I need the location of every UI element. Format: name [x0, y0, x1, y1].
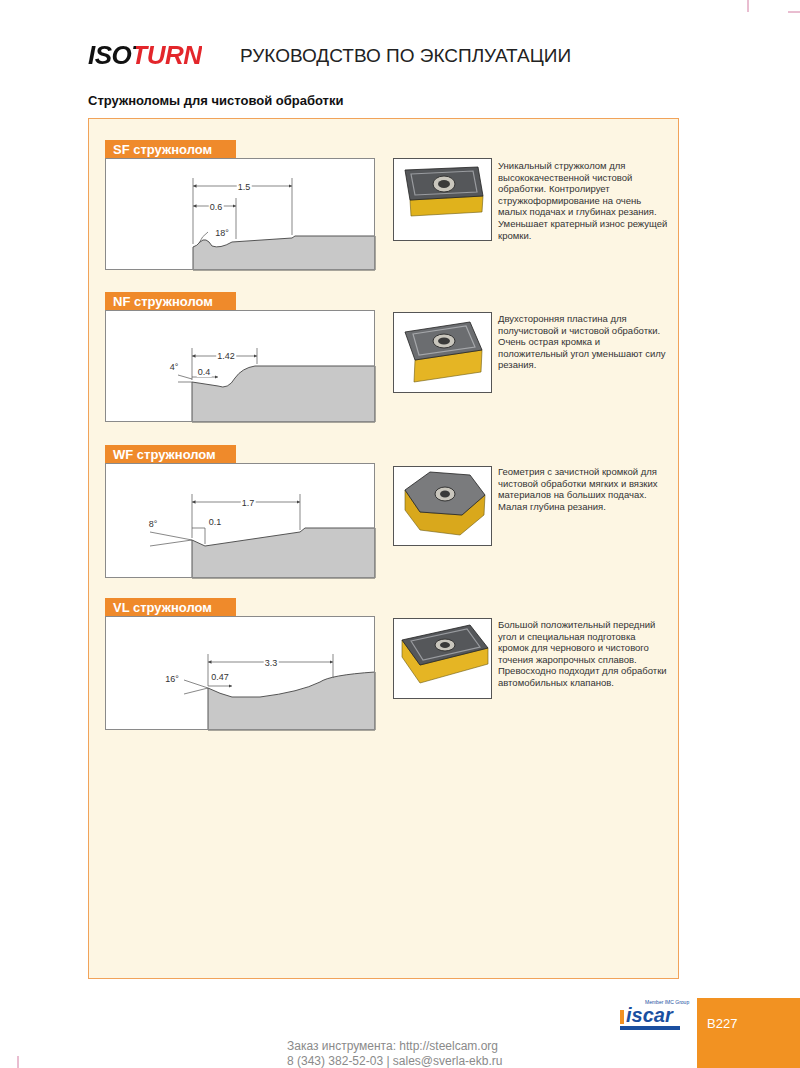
section-title: Стружноломы для чистовой обработки [88, 93, 343, 108]
chipbreaker-tab: NF стружнолом [105, 292, 236, 310]
crop-marks [18, 0, 800, 1068]
insert-photo [402, 625, 488, 683]
tab-label: WF стружнолом [105, 446, 216, 463]
dimension-label: 4° [169, 362, 180, 372]
page-header: РУКОВОДСТВО ПО ЭКСПЛУАТАЦИИ [240, 45, 571, 67]
dimension-label: 0.47 [210, 672, 230, 682]
chipbreaker-tab: SF стружнолом [105, 140, 236, 158]
profile-frame: 1.5 0.6 18° [105, 158, 375, 270]
photo-frames [394, 159, 492, 699]
vl-profile [184, 654, 375, 730]
profile-frame: 3.3 16° 0.47 [105, 616, 375, 730]
dimension-label: 0.4 [197, 367, 212, 377]
dimension-label: 0.1 [208, 517, 223, 527]
dimension-label: 0.6 [209, 202, 224, 212]
brand-logo: iscar [626, 1004, 673, 1026]
dimension-label: 3.3 [264, 658, 279, 668]
brand-logo: ISOTURN [88, 40, 202, 70]
tab-label: NF стружнолом [105, 293, 213, 310]
content-panel [89, 119, 679, 979]
dimension-label: 1.5 [237, 182, 252, 192]
insert-photo [405, 322, 482, 382]
sf-profile [193, 178, 375, 270]
chipbreaker-tab: VL стружнолом [105, 598, 236, 616]
dimension-label: 1.7 [241, 498, 256, 508]
description: Геометрия с зачистной кромкой для чистов… [498, 466, 668, 512]
description: Большой положительный передний угол и сп… [498, 619, 668, 689]
profile-frame: 1.42 4° 0.4 [105, 310, 375, 422]
dimension-label: 16° [164, 674, 180, 684]
dimension-label: 1.42 [216, 351, 236, 361]
dimension-label: 8° [148, 519, 159, 529]
wf-profile [150, 494, 375, 578]
tab-label: VL стружнолом [105, 599, 212, 616]
insert-photo [405, 167, 483, 216]
nf-profile [178, 348, 375, 422]
tab-label: SF стружнолом [105, 141, 212, 158]
frame-grounds [105, 158, 375, 730]
description: Уникальный стружколом для высококачестве… [498, 160, 668, 241]
logo-note: Member IMC Group [645, 999, 689, 1005]
insert-photo [405, 472, 485, 535]
footer-note: Заказ инструмента: http://steelcam.org [287, 1039, 498, 1053]
chipbreaker-tab: WF стружнолом [105, 445, 236, 463]
footer-note: 8 (343) 382-52-03 | sales@sverla-ekb.ru [287, 1054, 502, 1068]
page-number-box: B227 [697, 998, 800, 1068]
page-number: B227 [707, 1016, 737, 1031]
profile-frame: 1.7 8° 0.1 [105, 463, 375, 578]
dimension-label: 18° [214, 228, 230, 238]
description: Двухсторонняя пластина для получистовой … [498, 313, 668, 371]
